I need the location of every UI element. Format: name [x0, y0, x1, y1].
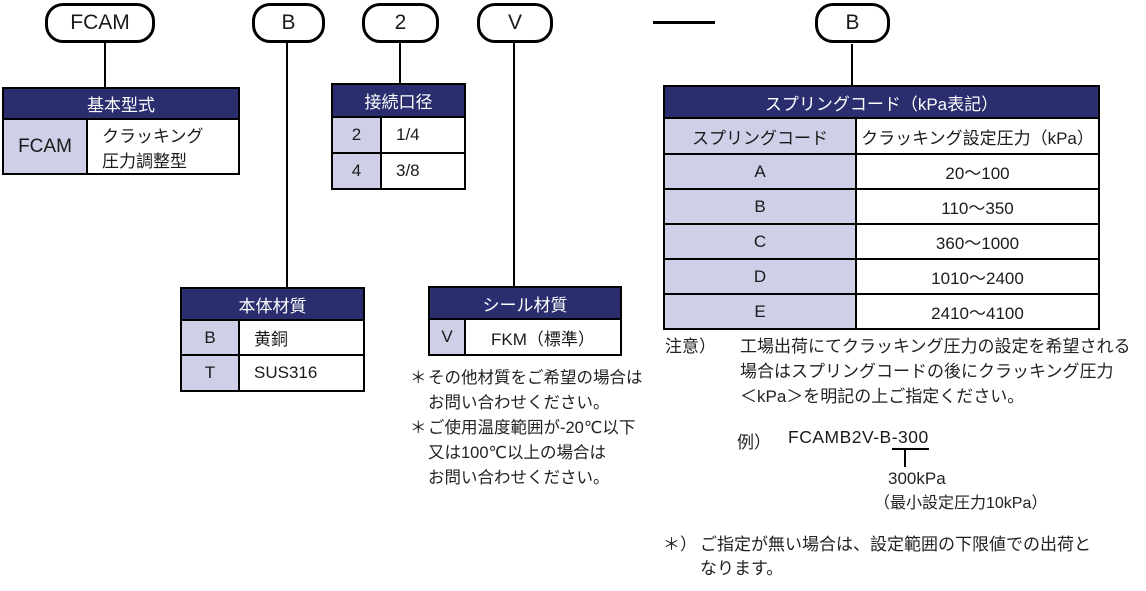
basic-model-table: 基本型式 FCAM クラッキング 圧力調整型: [2, 87, 240, 175]
port-size-code: 2: [331, 116, 382, 154]
body-material-code: B: [180, 319, 240, 356]
caution-text: 工場出荷にてクラッキング圧力の設定を希望される 場合はスプリングコードの後にクラ…: [740, 337, 1131, 406]
body-material-table-header: 本体材質: [180, 287, 365, 321]
spring-code: A: [663, 153, 857, 190]
table-row: V FKM（標準）: [428, 318, 622, 356]
code-separator-dash: [653, 21, 715, 24]
table-subheader-row: スプリングコード クラッキング設定圧力（kPa）: [663, 117, 1100, 155]
caution-label: 注意）: [665, 337, 716, 356]
note-text: ご使用温度範囲が-20℃以下 又は100℃以上の場合は お問い合わせください。: [428, 419, 636, 487]
spring-code: B: [663, 188, 857, 225]
spring-code-table: スプリングコード（kPa表記） スプリングコード クラッキング設定圧力（kPa）…: [663, 85, 1100, 330]
code-pill-spring-code: B: [815, 3, 890, 43]
body-material-table: 本体材質 B 黄銅 T SUS316: [180, 287, 365, 392]
body-material-code: T: [180, 354, 240, 392]
port-size-value: 3/8: [380, 152, 466, 190]
asterisk-marker: ＊: [410, 369, 427, 387]
body-material-value: SUS316: [238, 354, 365, 392]
table-row: 4 3/8: [331, 152, 466, 190]
body-material-value: 黄銅: [238, 319, 365, 356]
example-pointer-line: [904, 450, 906, 467]
spring-code-column-header: スプリングコード: [663, 117, 857, 155]
note-temperature-range: ＊ ご使用温度範囲が-20℃以下 又は100℃以上の場合は お問い合わせください…: [410, 416, 660, 491]
basic-model-code: FCAM: [2, 118, 88, 175]
footnote: ＊） ご指定が無い場合は、設定範囲の下限値での出荷と なります。: [663, 533, 1143, 581]
example-code-underlined-suffix: -300: [891, 427, 929, 450]
code-pill-port-size-label: 2: [394, 11, 407, 34]
code-pill-spring-code-label: B: [845, 11, 860, 34]
asterisk-marker: ＊: [410, 419, 427, 437]
table-row: D 1010～2400: [663, 258, 1100, 295]
example-pointer-value: 300kPa: [888, 469, 946, 488]
seal-material-code: V: [428, 318, 466, 356]
pressure-range: 360～1000: [855, 223, 1100, 260]
caution-note: 注意） 工場出荷にてクラッキング圧力の設定を希望される 場合はスプリングコードの…: [665, 334, 1135, 409]
port-size-code: 4: [331, 152, 382, 190]
cracking-pressure-column-header: クラッキング設定圧力（kPa）: [855, 117, 1100, 155]
spring-code-table-header: スプリングコード（kPa表記）: [663, 85, 1100, 119]
table-row: B 110～350: [663, 188, 1100, 225]
table-row: E 2410～4100: [663, 293, 1100, 330]
spring-code: D: [663, 258, 857, 295]
spring-code: C: [663, 223, 857, 260]
code-pill-seal-material-label: V: [507, 11, 522, 34]
code-pill-body-material: B: [252, 3, 325, 43]
seal-material-table-header: シール材質: [428, 286, 622, 320]
connector-base: [104, 42, 106, 88]
footnote-text: ご指定が無い場合は、設定範囲の下限値での出荷と なります。: [700, 535, 1091, 578]
connector-seal-material: [513, 42, 515, 287]
code-pill-base: FCAM: [45, 3, 155, 43]
footnote-marker: ＊）: [663, 535, 697, 554]
pressure-range: 20～100: [855, 153, 1100, 190]
table-row: B 黄銅: [180, 319, 365, 356]
port-size-table-header: 接続口径: [331, 83, 466, 118]
basic-model-table-header: 基本型式: [2, 87, 240, 120]
pressure-range: 2410～4100: [855, 293, 1100, 330]
note-other-materials: ＊ その他材質をご希望の場合は お問い合わせください。: [410, 366, 660, 416]
seal-material-value: FKM（標準）: [464, 318, 622, 356]
pressure-range: 1010～2400: [855, 258, 1100, 295]
code-pill-body-material-label: B: [281, 11, 296, 34]
connector-body-material: [286, 42, 288, 288]
example-code: FCAMB2V-B-300: [788, 427, 929, 450]
seal-material-notes: ＊ その他材質をご希望の場合は お問い合わせください。 ＊ ご使用温度範囲が-2…: [410, 366, 660, 491]
table-row: FCAM クラッキング 圧力調整型: [2, 118, 240, 175]
pressure-range: 110～350: [855, 188, 1100, 225]
table-row: C 360～1000: [663, 223, 1100, 260]
spring-code: E: [663, 293, 857, 330]
port-size-value: 1/4: [380, 116, 466, 154]
example-code-prefix: FCAMB2V-B: [788, 427, 892, 447]
table-row: T SUS316: [180, 354, 365, 392]
connector-port-size: [399, 42, 401, 84]
example-pointer-note: （最小設定圧力10kPa）: [874, 495, 1048, 512]
port-size-table: 接続口径 2 1/4 4 3/8: [331, 83, 466, 190]
note-text: その他材質をご希望の場合は お問い合わせください。: [428, 369, 643, 412]
example-label: 例）: [737, 433, 771, 452]
seal-material-table: シール材質 V FKM（標準）: [428, 286, 622, 356]
code-pill-seal-material: V: [477, 3, 553, 43]
basic-model-description: クラッキング 圧力調整型: [86, 118, 240, 175]
code-pill-port-size: 2: [362, 3, 439, 43]
connector-spring-code: [851, 44, 853, 86]
table-row: 2 1/4: [331, 116, 466, 154]
table-row: A 20～100: [663, 153, 1100, 190]
code-pill-base-label: FCAM: [70, 11, 130, 34]
